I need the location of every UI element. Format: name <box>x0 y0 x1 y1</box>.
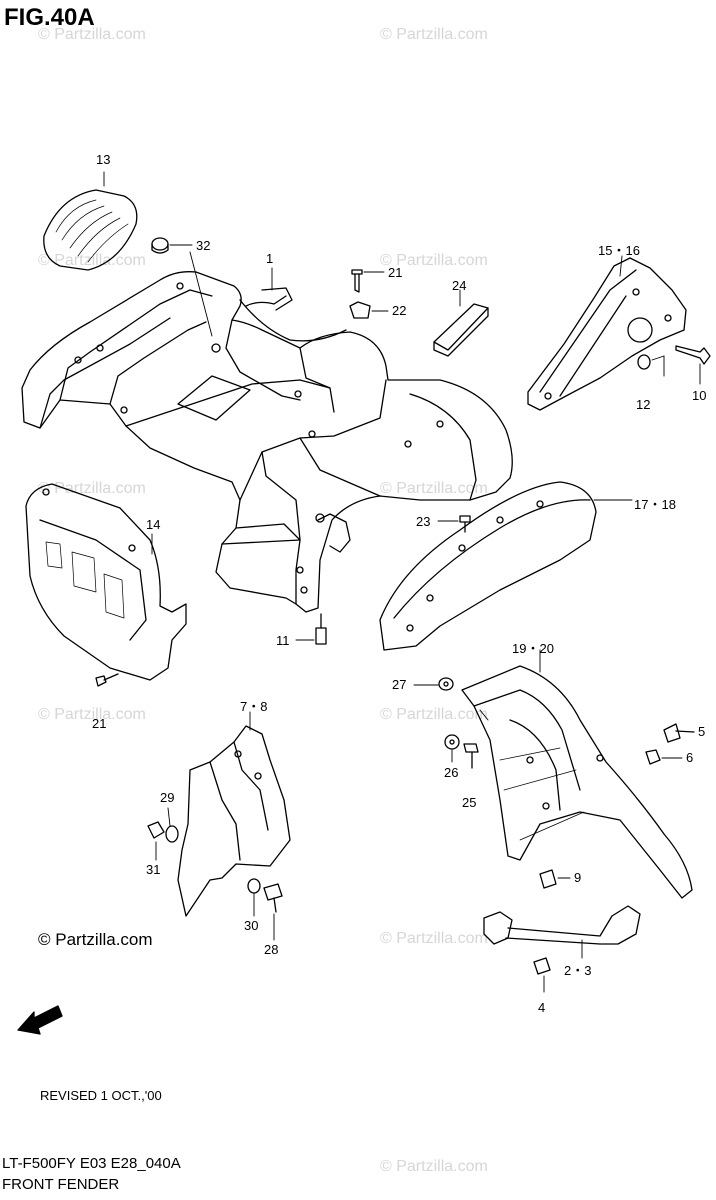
callout-26: 26 <box>444 765 459 780</box>
watermark: © Partzilla.com <box>38 706 146 723</box>
fwd-arrow-icon <box>17 1005 63 1035</box>
part-13-pad <box>43 171 138 271</box>
part-25-bolt <box>463 743 479 769</box>
part-2-3-brace <box>483 905 641 959</box>
watermark: © Partzilla.com <box>380 26 488 43</box>
part-31-nut <box>147 821 165 861</box>
part-6-nut <box>645 749 683 765</box>
callout-21: 21 <box>388 265 403 280</box>
callout-21-lower: 21 <box>92 716 107 731</box>
callout-32: 32 <box>196 238 211 253</box>
watermark: © Partzilla.com <box>380 1158 488 1175</box>
watermark: © Partzilla.com <box>380 252 488 269</box>
callout-12: 12 <box>636 397 651 412</box>
callout-6: 6 <box>686 750 694 765</box>
callout-13: 13 <box>96 152 111 167</box>
watermark: © Partzilla.com <box>380 706 488 723</box>
copyright-text: © Partzilla.com <box>38 930 153 949</box>
callout-5: 5 <box>698 724 706 739</box>
callout-30: 30 <box>244 918 259 933</box>
callout-15-16: 15・16 <box>598 243 640 258</box>
callout-22: 22 <box>392 303 407 318</box>
part-19-20-inner-fender <box>461 649 693 899</box>
section-name: FRONT FENDER <box>2 1176 120 1193</box>
part-17-18-mudguard <box>379 481 633 651</box>
callout-24: 24 <box>452 278 467 293</box>
callout-11: 11 <box>276 633 290 648</box>
callout-23: 23 <box>416 514 431 529</box>
revision-note: REVISED 1 OCT.,'00 <box>40 1088 162 1103</box>
part-23-screw <box>437 515 471 533</box>
part-22-clip-nut <box>349 301 389 319</box>
part-9-bolt <box>539 869 571 889</box>
part-14-front-panel <box>25 483 187 681</box>
part-15-16-bracket <box>527 255 687 411</box>
callout-28: 28 <box>264 942 279 957</box>
callout-19-20: 19・20 <box>512 641 554 656</box>
part-1-front-fender <box>21 251 513 613</box>
part-30-washer <box>247 878 261 917</box>
part-24-cushion <box>433 289 489 357</box>
watermark: © Partzilla.com <box>380 930 488 947</box>
part-4-bolt <box>533 957 551 993</box>
part-28-bolt <box>263 883 283 941</box>
callout-2-3: 2・3 <box>564 963 592 978</box>
callout-14: 14 <box>146 517 161 532</box>
watermark: © Partzilla.com <box>38 480 146 497</box>
part-29-washer <box>165 807 179 843</box>
watermark: © Partzilla.com <box>38 252 146 269</box>
part-21-screw <box>351 269 385 293</box>
callout-31: 31 <box>146 862 161 877</box>
callout-1: 1 <box>266 251 274 266</box>
part-5-bolt <box>663 723 695 743</box>
callout-29: 29 <box>160 790 175 805</box>
callout-9: 9 <box>574 870 582 885</box>
callout-4: 4 <box>538 1000 546 1015</box>
callout-7-8: 7・8 <box>240 699 268 714</box>
callout-17-18: 17・18 <box>634 497 676 512</box>
watermark: © Partzilla.com <box>380 480 488 497</box>
part-11-bolt <box>295 613 327 645</box>
callout-10: 10 <box>692 388 707 403</box>
watermark: © Partzilla.com <box>38 26 146 43</box>
callout-25: 25 <box>462 795 477 810</box>
figure-title: FIG.40A <box>4 4 95 31</box>
part-32-grommet <box>151 237 193 254</box>
part-26-washer <box>444 734 460 763</box>
part-10-bolt <box>675 345 711 385</box>
diagram-code: LT-F500FY E03 E28_040A <box>2 1155 181 1172</box>
part-27-grommet <box>413 677 454 691</box>
part-12-washer <box>637 354 665 377</box>
part-21-screw-lower <box>95 673 119 687</box>
callout-27: 27 <box>392 677 407 692</box>
part-7-8-mud-flap <box>177 711 291 917</box>
